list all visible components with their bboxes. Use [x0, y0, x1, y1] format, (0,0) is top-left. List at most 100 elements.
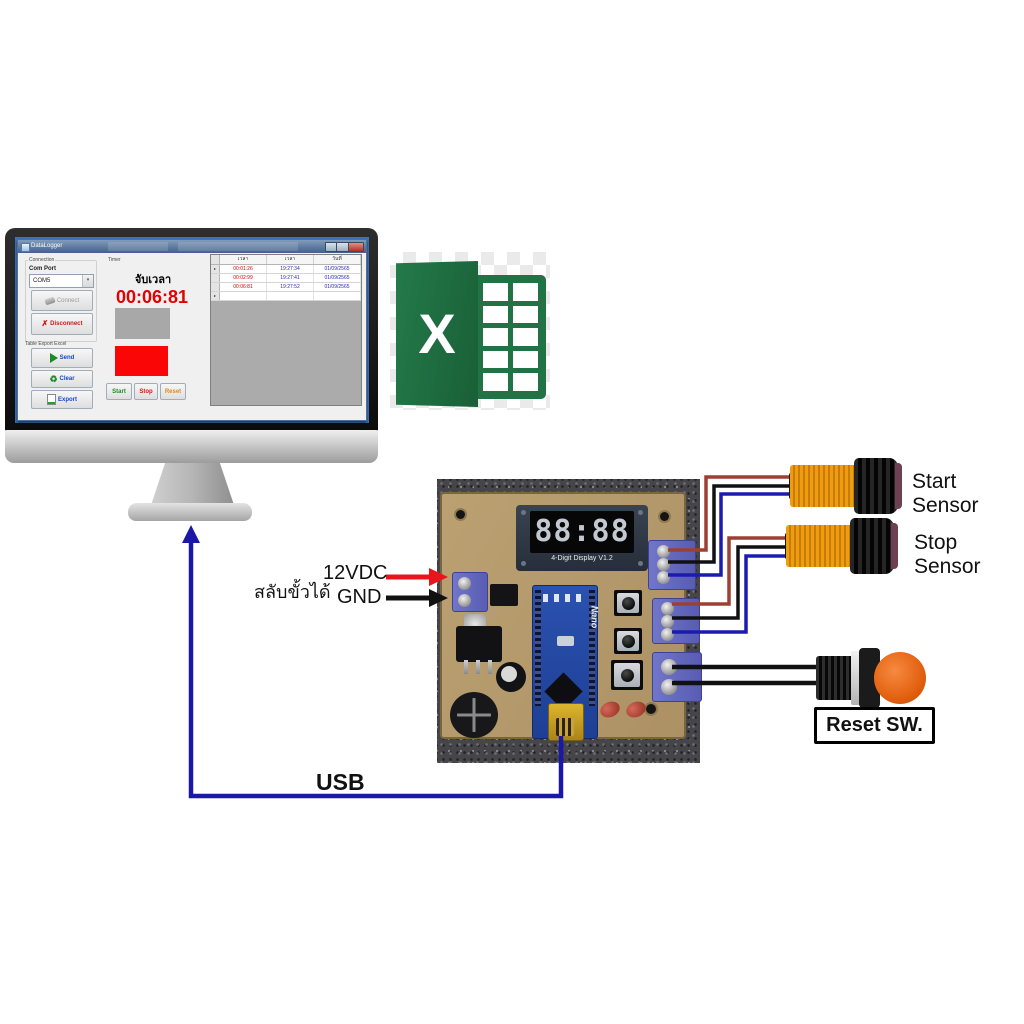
start-button[interactable]: Start: [106, 383, 132, 400]
export-button[interactable]: Export: [31, 390, 93, 409]
connection-group-label: Connection: [28, 257, 56, 263]
cell-date: 01/09/2565: [314, 265, 361, 273]
com-port-value: COM5: [33, 278, 51, 284]
titlebar-reflection: [178, 242, 298, 251]
gnd-label: GND: [337, 586, 382, 608]
table-row-empty: ▸: [211, 292, 361, 301]
disconnect-button[interactable]: ✗ Disconnect: [31, 313, 93, 335]
send-button[interactable]: Send: [31, 348, 93, 368]
sensor-face-ring: [895, 463, 902, 509]
cell-clock: 19:27:52: [267, 283, 314, 291]
send-button-label: Send: [59, 355, 75, 361]
terminal-screw: [458, 594, 471, 607]
reset-switch-terminal: [652, 652, 702, 702]
sensor-back-cap: [854, 458, 898, 514]
regulator-leg: [488, 660, 492, 674]
clear-button-label: Clear: [59, 376, 75, 382]
terminal-screw: [661, 659, 677, 675]
monitor-chin: [5, 430, 378, 463]
seven-segment-digits: 88:88: [530, 511, 634, 553]
start-button-label: Start: [112, 388, 126, 395]
grid-column-header: วันที่: [314, 255, 361, 264]
com-port-label: Com Port: [29, 266, 56, 272]
usb-arrowhead: [182, 525, 200, 543]
monitor-stand-neck: [151, 463, 234, 505]
chevron-down-icon[interactable]: ▾: [82, 275, 93, 287]
play-icon: [49, 353, 58, 363]
excel-grid-cell: [513, 350, 538, 369]
titlebar-reflection: [108, 242, 168, 251]
stop-proximity-sensor: [785, 518, 908, 574]
close-button[interactable]: [348, 242, 364, 252]
excel-grid-cell: [483, 328, 509, 346]
pin-header: [589, 590, 595, 706]
red-led: [597, 698, 623, 721]
oscillator: [557, 636, 574, 646]
data-grid[interactable]: เวลา เวลา วันที่ ▸ 00:01:26 19:27:34 01/…: [210, 254, 362, 406]
12vdc-label: 12VDC: [323, 562, 388, 584]
excel-grid-cell: [513, 328, 538, 346]
datalogger-window: DataLogger Connection Com Port COM5 ▾ Co…: [17, 239, 367, 421]
stop-button[interactable]: Stop: [134, 383, 158, 400]
regulator-leg: [476, 660, 480, 674]
cell-time: 00:02:99: [220, 274, 267, 282]
connect-button[interactable]: Connect: [31, 290, 93, 311]
cell-empty: [220, 292, 267, 300]
cell-date: 01/09/2565: [314, 274, 361, 282]
terminal-screw: [661, 615, 674, 628]
red-led: [623, 698, 649, 721]
cell-clock: 19:27:41: [267, 274, 314, 282]
sensor-barrel: [786, 525, 854, 567]
switch-button: [620, 668, 634, 682]
excel-icon: X: [396, 261, 478, 407]
reset-switch-label: Reset SW.: [814, 707, 935, 744]
excel-grid-cell: [513, 373, 538, 391]
nano-label: Nano: [588, 605, 599, 629]
excel-grid-cell: [483, 305, 509, 324]
voltage-regulator: [456, 626, 502, 674]
tact-switch: [611, 660, 643, 690]
excel-grid-cell: [483, 373, 509, 391]
disconnect-button-label: Disconnect: [50, 321, 83, 327]
excel-group-label: Table Export Excel: [25, 341, 67, 347]
reset-push-button: [816, 648, 928, 708]
reset-button[interactable]: Reset: [160, 383, 186, 400]
terminal-screw: [657, 571, 670, 584]
capacitor-small: [496, 662, 526, 692]
com-port-select[interactable]: COM5 ▾: [29, 274, 94, 288]
excel-grid-cell: [483, 350, 509, 369]
terminal-screw: [657, 558, 670, 571]
cell-empty: [267, 292, 314, 300]
connector-icon: [44, 296, 56, 305]
export-button-label: Export: [57, 396, 77, 403]
mini-usb-port: [548, 703, 584, 741]
stop-sensor-label: Stop Sensor: [914, 531, 981, 578]
timer-group-label: Timer: [108, 257, 121, 263]
arduino-nano: Nano: [532, 585, 599, 741]
tact-switch: [614, 628, 642, 654]
module-hole: [638, 561, 643, 566]
cell-time: 00:01:26: [220, 265, 267, 273]
mounting-hole: [456, 510, 465, 519]
switch-button: [621, 634, 635, 648]
polarity-note-label: สลับขั้วได้: [254, 582, 331, 602]
mounting-hole: [646, 704, 656, 714]
controller-pcb: 88:88 4-Digit Display V1.2 Nano: [440, 492, 702, 741]
monitor-stand-base: [128, 503, 252, 521]
button-threaded-body: [816, 656, 854, 700]
start-sensor-terminal: [648, 540, 696, 590]
module-hole: [638, 510, 643, 515]
reset-button-label: Reset: [164, 388, 182, 395]
recycle-icon: ♻: [49, 373, 58, 384]
switch-button: [621, 596, 635, 610]
connect-button-label: Connect: [56, 297, 80, 304]
display-module-label: 4-Digit Display V1.2: [551, 555, 613, 562]
sensor-face-ring: [891, 523, 898, 569]
seven-segment-display-module: 88:88 4-Digit Display V1.2: [516, 505, 648, 571]
pin-header: [535, 590, 541, 706]
document-icon: [46, 394, 56, 405]
clear-button[interactable]: ♻ Clear: [31, 370, 93, 388]
grid-column-header: เวลา: [220, 255, 267, 264]
grid-column-header: เวลา: [267, 255, 314, 264]
capacitor-large: [450, 692, 498, 738]
